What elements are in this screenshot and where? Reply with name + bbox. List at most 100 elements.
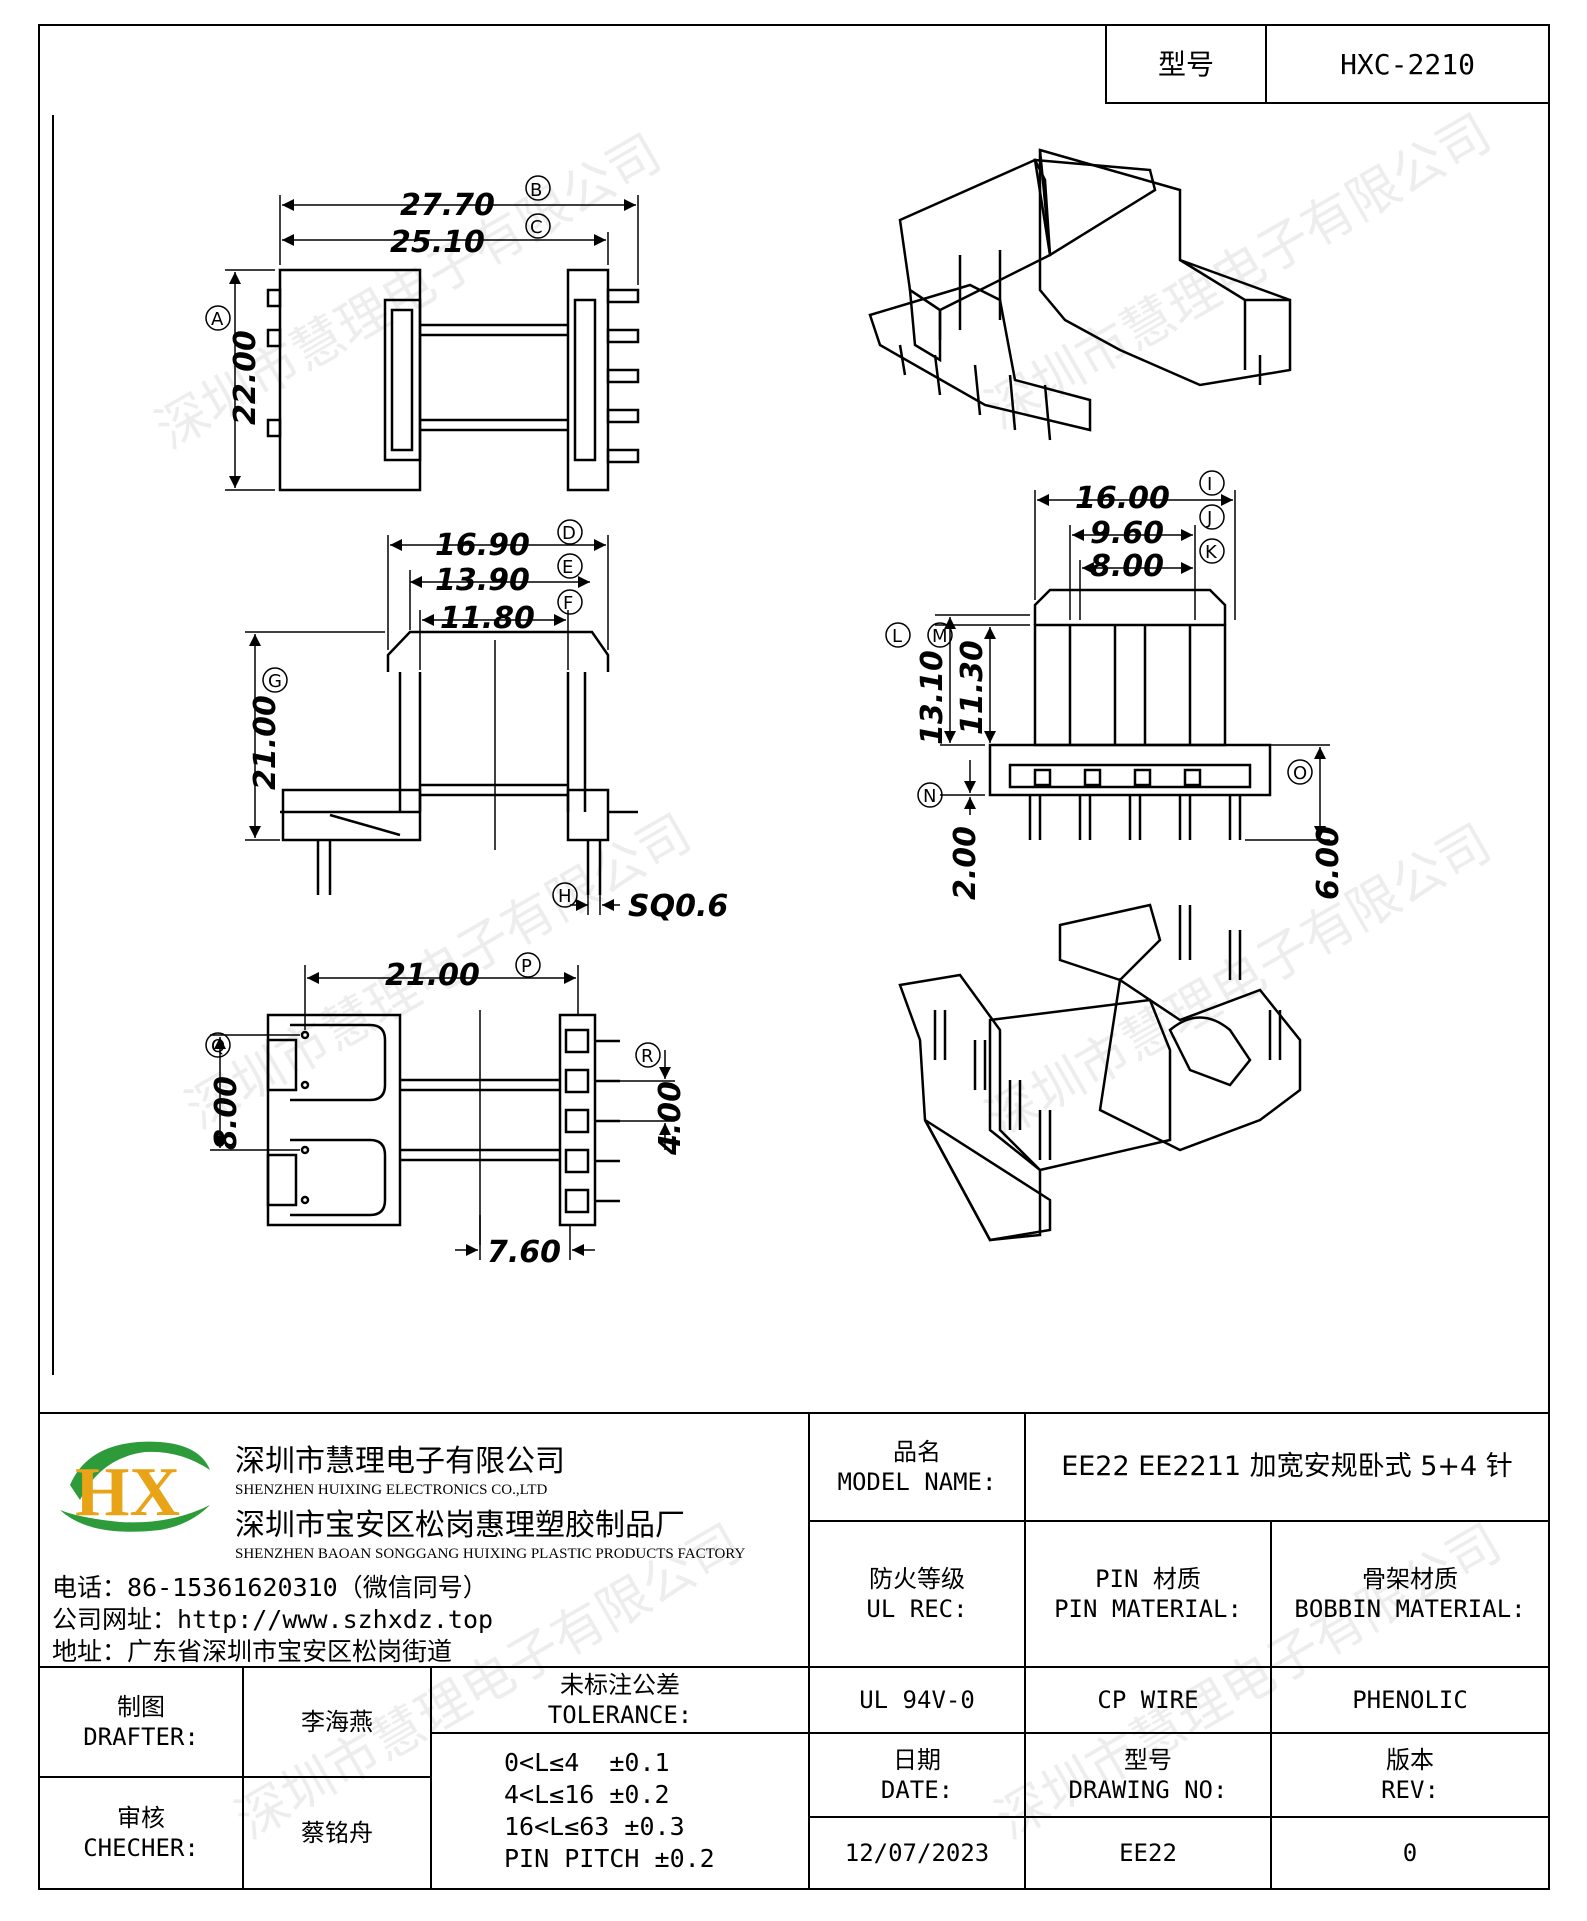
- margin-line: [52, 115, 54, 1375]
- date-value: 12/07/2023: [808, 1816, 1026, 1890]
- dim-g-tag: G: [268, 671, 282, 692]
- tolerance-row: 0<L≤4 ±0.1: [504, 1748, 670, 1777]
- dim-m-value: 11.30: [955, 640, 990, 735]
- tolerance-row: 16<L≤63 ±0.3: [504, 1812, 685, 1841]
- dim-n-tag: N: [923, 786, 936, 807]
- dim-f-value: 11.80: [440, 601, 535, 636]
- technical-drawing: 27.70 B 25.10 C 22.00 A 16.90 D 13.90 E …: [205, 148, 1346, 1270]
- dim-o-tag: O: [1293, 763, 1307, 784]
- top-view: [205, 175, 640, 492]
- drafter-name: 李海燕: [242, 1666, 432, 1778]
- drafter-label: 制图 DRAFTER:: [38, 1666, 244, 1778]
- checker-name: 蔡铭舟: [242, 1776, 432, 1890]
- dim-c-tag: C: [530, 217, 543, 238]
- factory-name-en: SHENZHEN BAOAN SONGGANG HUIXING PLASTIC …: [235, 1546, 746, 1562]
- header-model-value: HXC-2210: [1265, 24, 1550, 104]
- ul-rec-en: UL REC:: [866, 1595, 968, 1623]
- checker-en: CHECHER:: [83, 1834, 199, 1862]
- dim-d-value: 16.90: [435, 528, 530, 563]
- dim-e-tag: E: [562, 557, 573, 578]
- dim-r-value: 4.00: [653, 1081, 688, 1156]
- rev-label: 版本 REV:: [1270, 1732, 1550, 1818]
- tolerance-values: 0<L≤4 ±0.1 4<L≤16 ±0.2 16<L≤63 ±0.3 PIN …: [430, 1732, 810, 1890]
- company-name-en: SHENZHEN HUIXING ELECTRONICS CO.,LTD: [235, 1482, 548, 1498]
- pin-material-value: CP WIRE: [1024, 1666, 1272, 1734]
- tolerance-cn: 未标注公差: [560, 1671, 680, 1699]
- dim-j-value: 9.60: [1090, 516, 1164, 551]
- dim-b-tag: B: [530, 180, 542, 201]
- isometric-view-top: [868, 148, 1292, 441]
- drawing-no-cn: 型号: [1124, 1746, 1172, 1774]
- dim-i-tag: I: [1207, 474, 1212, 495]
- isometric-view-bottom: [898, 903, 1302, 1242]
- dim-a-value: 22.00: [228, 330, 263, 425]
- factory-name-cn: 深圳市宝安区松岗惠理塑胶制品厂: [235, 1508, 685, 1543]
- dim-h-value: SQ0.6: [628, 889, 728, 924]
- date-en: DATE:: [880, 1776, 954, 1804]
- tolerance-en: TOLERANCE:: [547, 1701, 693, 1729]
- dim-l-value: 13.10: [915, 650, 950, 745]
- dim-h-tag: H: [558, 886, 572, 907]
- checker-cn: 审核: [117, 1804, 165, 1832]
- front-view: [245, 519, 638, 915]
- rev-en: REV:: [1381, 1776, 1439, 1804]
- pin-material-en: PIN MATERIAL:: [1054, 1595, 1242, 1623]
- company-phone: 电话：86-15361620310（微信同号）: [52, 1573, 488, 1602]
- bobbin-material-en: BOBBIN MATERIAL:: [1294, 1595, 1526, 1623]
- dim-k-tag: K: [1205, 542, 1218, 563]
- tolerance-label: 未标注公差 TOLERANCE:: [430, 1666, 810, 1734]
- company-logo: HX: [60, 1441, 210, 1532]
- date-label: 日期 DATE:: [808, 1732, 1026, 1818]
- bobbin-material-label: 骨架材质 BOBBIN MATERIAL:: [1270, 1520, 1550, 1668]
- dim-l-tag: L: [892, 626, 902, 647]
- dim-c-value: 25.10: [390, 225, 485, 260]
- drawing-no-label: 型号 DRAWING NO:: [1024, 1732, 1272, 1818]
- company-name-cn: 深圳市慧理电子有限公司: [235, 1444, 565, 1479]
- dim-g-value: 21.00: [248, 695, 283, 790]
- dim-o-value: 6.00: [1311, 826, 1346, 900]
- model-name-en: MODEL NAME:: [837, 1468, 997, 1496]
- drafter-en: DRAFTER:: [83, 1723, 199, 1751]
- dim-a-tag: A: [211, 309, 224, 330]
- tolerance-row: 4<L≤16 ±0.2: [504, 1780, 670, 1809]
- rev-value: 0: [1270, 1816, 1550, 1890]
- logo-letters: HX: [75, 1454, 180, 1531]
- tolerance-row: PIN PITCH ±0.2: [504, 1844, 715, 1873]
- ul-rec-cn: 防火等级: [869, 1565, 965, 1593]
- drawing-no-en: DRAWING NO:: [1068, 1776, 1228, 1804]
- date-cn: 日期: [893, 1746, 941, 1774]
- model-name-value: EE22 EE2211 加宽安规卧式 5+4 针: [1024, 1412, 1550, 1522]
- dim-e-value: 13.90: [435, 563, 530, 598]
- ul-rec-label: 防火等级 UL REC:: [808, 1520, 1026, 1668]
- checker-label: 审核 CHECHER:: [38, 1776, 244, 1890]
- rev-cn: 版本: [1386, 1746, 1434, 1774]
- drafter-cn: 制图: [117, 1693, 165, 1721]
- model-name-cn: 品名: [893, 1438, 941, 1466]
- dim-q-tag: Q: [211, 1036, 225, 1057]
- dim-p-value: 21.00: [385, 958, 480, 993]
- dim-p-tag: P: [521, 956, 532, 977]
- pin-material-label: PIN 材质 PIN MATERIAL:: [1024, 1520, 1272, 1668]
- model-name-label: 品名 MODEL NAME:: [808, 1412, 1026, 1522]
- pin-material-cn: PIN 材质: [1095, 1565, 1201, 1593]
- dim-d-tag: D: [562, 523, 576, 544]
- company-address: 地址：广东省深圳市宝安区松岗街道: [52, 1637, 453, 1666]
- dim-m-tag: M: [932, 626, 948, 647]
- dim-r-tag: R: [641, 1046, 654, 1067]
- dim-s-value: 7.60: [487, 1235, 561, 1270]
- bobbin-material-cn: 骨架材质: [1362, 1565, 1458, 1593]
- bottom-view: [205, 952, 675, 1260]
- dim-k-value: 8.00: [1090, 549, 1164, 584]
- ul-rec-value: UL 94V-0: [808, 1666, 1026, 1734]
- title-block-top-line: [38, 1412, 1550, 1414]
- dim-n-value: 2.00: [948, 826, 983, 900]
- drawing-no-value: EE22: [1024, 1816, 1272, 1890]
- dim-f-tag: F: [563, 593, 573, 614]
- side-view: [885, 470, 1330, 841]
- dim-b-value: 27.70: [400, 188, 495, 223]
- dim-i-value: 16.00: [1075, 481, 1170, 516]
- company-website: 公司网址：http://www.szhxdz.top: [52, 1605, 494, 1634]
- bobbin-material-value: PHENOLIC: [1270, 1666, 1550, 1734]
- dim-q-value: 8.00: [209, 1076, 244, 1150]
- dim-j-tag: J: [1206, 508, 1212, 529]
